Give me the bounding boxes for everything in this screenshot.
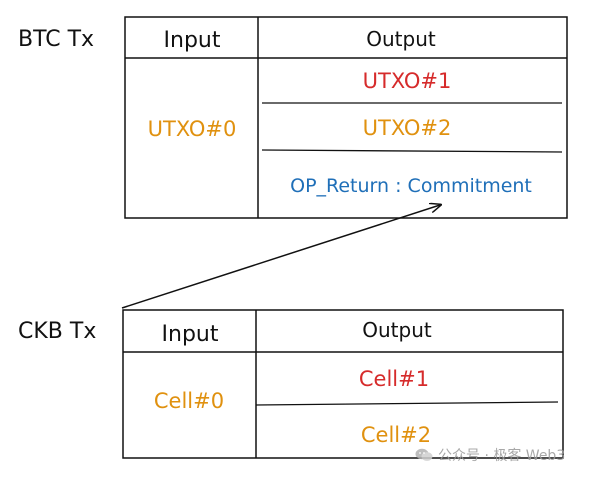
- commitment-arrow: [121, 205, 440, 309]
- ckb-tx-table: Input Output Cell#0 Cell#1 Cell#2: [122, 309, 564, 459]
- ckb-output-header: Output: [362, 318, 432, 342]
- btc-output-row-divider-2: [261, 149, 563, 153]
- btc-output-utxo-1: UTXO#1: [363, 69, 452, 93]
- wechat-icon: [415, 448, 433, 461]
- ckb-output-cell-1: Cell#1: [359, 367, 429, 391]
- btc-output-utxo-2: UTXO#2: [363, 116, 452, 140]
- btc-table-border: [124, 16, 568, 219]
- btc-tx-label: BTC Tx: [18, 27, 94, 52]
- ckb-output-row-divider: [255, 401, 559, 406]
- watermark: 公众号 · 极客 Web3: [415, 445, 565, 465]
- ckb-output-cell-2: Cell#2: [361, 423, 431, 447]
- ckb-input-cell: Cell#0: [154, 389, 224, 413]
- ckb-input-header: Input: [162, 322, 219, 347]
- btc-input-utxo: UTXO#0: [148, 117, 237, 141]
- btc-input-header: Input: [164, 28, 221, 53]
- ckb-table-border: [122, 309, 564, 459]
- btc-output-op-return: OP_Return : Commitment: [290, 175, 532, 197]
- watermark-text: 公众号 · 极客 Web3: [438, 448, 566, 464]
- ckb-tx-label: CKB Tx: [18, 319, 96, 344]
- btc-tx-table: Input Output UTXO#0 UTXO#1 UTXO#2 OP_Ret…: [124, 16, 568, 219]
- btc-output-header: Output: [366, 27, 436, 51]
